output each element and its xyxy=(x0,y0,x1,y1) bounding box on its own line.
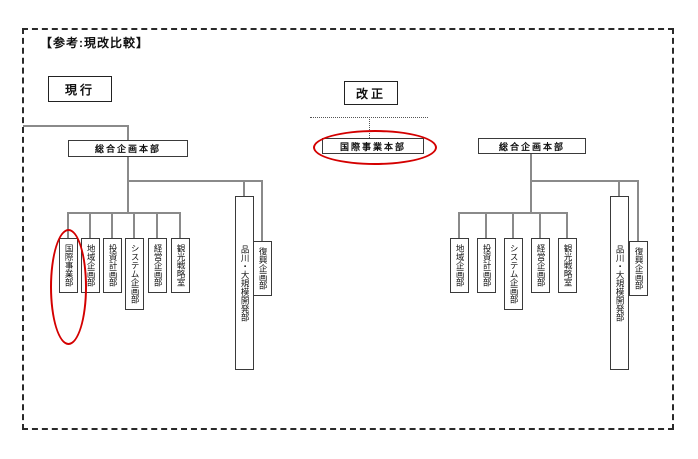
left-dept-reconstruction-planning: 復興企画部 xyxy=(253,241,272,296)
connector-line xyxy=(243,180,245,196)
left-dept-management-planning: 経営企画部 xyxy=(148,238,167,293)
connector-line xyxy=(458,212,460,238)
right-dept-regional-planning: 地域企画部 xyxy=(450,238,469,293)
connector-line xyxy=(618,180,620,196)
revised-label-box: 改正 xyxy=(344,81,398,105)
left-dept-investment-planning: 投資計画部 xyxy=(103,238,122,293)
left-dept-system-planning: システム企画部 xyxy=(125,238,144,310)
connector-line xyxy=(261,180,263,241)
connector-line xyxy=(67,212,69,238)
connector-line xyxy=(89,212,91,238)
connector-line xyxy=(485,212,487,238)
dotted-connector-line xyxy=(369,117,370,138)
connector-line xyxy=(156,212,158,238)
right-dept-management-planning: 経営企画部 xyxy=(531,238,550,293)
right-dept-system-planning: システム企画部 xyxy=(504,238,523,310)
diagram-title: 【参考:現改比較】 xyxy=(40,36,149,50)
highlight-ellipse-right xyxy=(313,130,437,165)
connector-line xyxy=(637,180,639,241)
connector-line xyxy=(539,212,541,238)
connector-line xyxy=(179,212,181,238)
right-root-box: 総合企画本部 xyxy=(478,138,586,154)
connector-line xyxy=(133,212,135,238)
dashed-frame xyxy=(22,28,674,430)
connector-line xyxy=(566,212,568,238)
right-dept-reconstruction-planning: 復興企画部 xyxy=(629,241,648,296)
connector-line xyxy=(67,212,180,214)
connector-line xyxy=(23,125,128,127)
connector-line xyxy=(127,180,262,182)
right-dept-shinagawa-largescale: 品川・大規模開発部 xyxy=(610,196,629,370)
connector-line xyxy=(111,212,113,238)
highlight-ellipse-left xyxy=(50,229,87,345)
right-dept-tourism-strategy: 観光戦略室 xyxy=(558,238,577,293)
connector-line xyxy=(530,180,638,182)
left-dept-tourism-strategy: 観光戦略室 xyxy=(171,238,190,293)
connector-line xyxy=(127,155,129,212)
left-dept-shinagawa-largescale: 品川・大規模開発部 xyxy=(235,196,254,370)
current-label-box: 現行 xyxy=(48,76,112,102)
connector-line xyxy=(512,212,514,238)
right-dept-investment-planning: 投資計画部 xyxy=(477,238,496,293)
connector-line xyxy=(127,125,129,140)
left-root-box: 総合企画本部 xyxy=(68,140,188,157)
connector-line xyxy=(530,152,532,212)
